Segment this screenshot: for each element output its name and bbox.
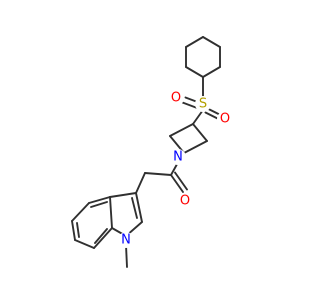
bond-ind-c2-c3 — [135, 192, 143, 223]
bond-layer — [71, 36, 221, 268]
atom-o-sulfonyl-left-label: O — [171, 91, 181, 106]
bond-az-4 — [169, 123, 194, 137]
bond-bz-1 — [88, 196, 111, 204]
atom-s-sulfonyl: S — [195, 96, 211, 112]
atom-n-indole: N — [118, 232, 134, 248]
bond-bz-3-inner — [76, 222, 80, 238]
molecule-diagram: O S O N O N — [71, 36, 233, 268]
bond-bz-2 — [71, 202, 90, 222]
atom-o-carbonyl: O — [177, 193, 193, 209]
bond-bz-4 — [74, 239, 95, 249]
bond-co-b — [174, 171, 188, 191]
bond-ind-c2-c3-inner — [131, 197, 138, 219]
atom-s-sulfonyl-label: S — [199, 97, 207, 112]
bond-cy-4 — [202, 36, 221, 48]
atom-o-carbonyl-label: O — [180, 194, 190, 209]
atom-o-sulfonyl-right-label: O — [220, 112, 230, 127]
bond-az-1 — [192, 123, 208, 142]
atom-n-indole-label: N — [121, 233, 131, 248]
atom-n-azetidine-label: N — [173, 150, 183, 165]
bond-n-methyl — [125, 244, 128, 268]
bond-cy-3 — [185, 36, 204, 48]
bond-bz-5-inner — [94, 228, 108, 244]
bond-az-2 — [183, 140, 208, 154]
bond-ch2-c3 — [135, 172, 146, 194]
bond-ind-c3-c3a — [109, 192, 137, 198]
atom-layer: O S O N O N — [118, 90, 233, 248]
atom-n-azetidine: N — [170, 149, 186, 165]
bond-bz-3 — [71, 220, 76, 241]
atom-o-sulfonyl-left: O — [168, 90, 184, 106]
bond-cy-1 — [185, 66, 204, 78]
bond-s-o-right-b — [204, 111, 219, 120]
bond-cy-6 — [202, 66, 221, 78]
bond-co-ch2 — [144, 172, 172, 176]
bond-bz-1-inner — [90, 201, 108, 208]
bond-co-a — [170, 174, 184, 193]
bond-s-o-right-a — [206, 107, 221, 116]
bond-ind-c3a-c7a — [109, 196, 113, 229]
bond-s-az — [192, 109, 204, 125]
bond-bz-5 — [93, 227, 113, 249]
atom-o-sulfonyl-right: O — [217, 111, 233, 127]
